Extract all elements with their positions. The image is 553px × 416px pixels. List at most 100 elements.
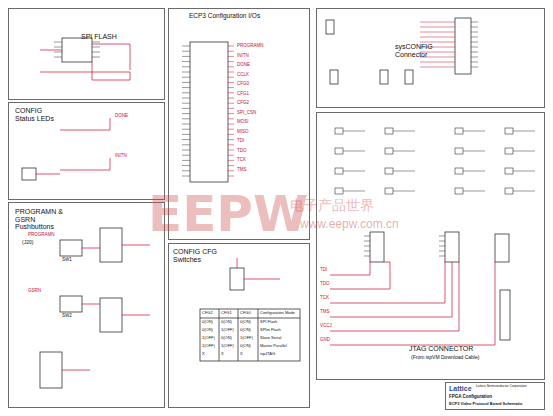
watermark: www.eepw.com.cn <box>300 218 399 231</box>
signal-name: PROGRAMN <box>28 233 55 238</box>
pin-stroke <box>182 150 190 151</box>
table-cell: 1(OFF) <box>202 344 215 348</box>
pin-stroke <box>54 47 62 48</box>
pin-stroke <box>182 77 190 78</box>
table-cell: 1(OFF) <box>221 328 234 332</box>
capacitor-symbol <box>330 70 338 84</box>
pin-stroke <box>228 46 234 47</box>
pin-stroke <box>54 52 62 53</box>
pin-stroke <box>364 241 370 242</box>
table-cell: CFG2 <box>202 311 213 315</box>
pin-stroke <box>92 42 100 43</box>
pin-stroke <box>182 98 190 99</box>
pin-stroke <box>393 151 415 152</box>
table-cell: ispJTAG <box>260 352 275 356</box>
wire <box>40 62 130 80</box>
table-cell: SPI Flash <box>260 320 277 324</box>
pin-stroke <box>364 246 370 247</box>
pin-stroke <box>420 22 455 23</box>
pin-stroke <box>182 155 190 156</box>
pin-stroke <box>54 57 62 58</box>
pin-stroke <box>228 82 234 83</box>
signal-name: TDO <box>237 149 247 154</box>
pin-stroke <box>439 246 445 247</box>
pin-stroke <box>343 131 365 132</box>
pin-stroke <box>228 118 234 119</box>
table-cell: 1(OFF) <box>202 336 215 340</box>
pin-stroke <box>228 134 234 135</box>
pin-stroke <box>228 113 234 114</box>
sysconfig-header <box>455 18 471 74</box>
schematic-panel: CONFIG Status LEDs <box>8 102 165 200</box>
pin-stroke <box>228 155 234 156</box>
jtag-header <box>495 234 509 262</box>
table-cell: 0(ON) <box>221 336 232 340</box>
capacitor-symbol <box>326 20 334 34</box>
buffer-chip <box>100 298 122 332</box>
signal-name: TDO <box>320 282 330 287</box>
table-cell: Configuration Mode <box>260 311 295 315</box>
jumper-symbol <box>455 128 463 134</box>
pin-stroke <box>182 129 190 130</box>
pin-stroke <box>228 92 234 93</box>
pin-stroke <box>439 236 445 237</box>
pin-stroke <box>364 251 370 252</box>
pin-stroke <box>513 151 535 152</box>
jumper-symbol <box>335 168 343 174</box>
jumper-symbol <box>455 148 463 154</box>
schematic-panel: JTAG CONNECTOR(From ispVM Download Cable… <box>316 112 545 380</box>
pin-stroke <box>343 151 365 152</box>
pin-stroke <box>471 42 478 43</box>
pin-stroke <box>92 57 100 58</box>
jumper-symbol <box>385 128 393 134</box>
pin-stroke <box>92 52 100 53</box>
pin-stroke <box>182 134 190 135</box>
table-cell: Slave Serial <box>260 336 281 340</box>
pin-stroke <box>463 191 485 192</box>
pin-stroke <box>228 124 234 125</box>
pin-stroke <box>228 103 234 104</box>
pin-stroke <box>228 170 234 171</box>
pin-stroke <box>513 131 535 132</box>
pin-stroke <box>471 27 478 28</box>
pin-stroke <box>228 150 234 151</box>
pin-stroke <box>182 51 190 52</box>
wire <box>82 304 100 305</box>
pin-stroke <box>92 47 100 48</box>
wire <box>237 258 238 268</box>
pin-stroke <box>182 170 190 171</box>
panel-title: sysCONFIG Connector <box>395 43 445 58</box>
table-cell: 0(ON) <box>202 328 213 332</box>
jumper-symbol <box>505 188 513 194</box>
pin-stroke <box>463 151 485 152</box>
title-block: LatticeLattice Semiconductor Corporation… <box>445 382 545 410</box>
ecp3-chip <box>190 42 228 182</box>
signal-name: MISO <box>237 130 249 135</box>
pin-stroke <box>182 144 190 145</box>
pin-stroke <box>182 124 190 125</box>
pushbutton-symbol <box>60 240 82 256</box>
panel-title: SPI FLASH <box>81 33 117 41</box>
table-cell: CFG0 <box>240 311 251 315</box>
pin-stroke <box>364 256 370 257</box>
table-cell: 0(ON) <box>240 328 251 332</box>
signal-name: MOSI <box>237 120 249 125</box>
pin-stroke <box>463 131 485 132</box>
watermark: 电子产品世界 <box>290 198 374 213</box>
table-cell: Master Parallel <box>260 344 287 348</box>
pin-stroke <box>420 27 455 28</box>
table-rule <box>238 309 239 361</box>
pin-stroke <box>182 87 190 88</box>
wire <box>244 279 280 280</box>
pin-stroke <box>228 77 234 78</box>
pin-stroke <box>439 251 445 252</box>
pin-stroke <box>182 139 190 140</box>
cfg-table-frame <box>200 309 300 361</box>
wire <box>62 370 90 371</box>
panel-note: ECP3 Video Protocol Board Schematic <box>449 402 523 406</box>
table-cell: X <box>240 352 243 356</box>
signal-name: TCK <box>320 296 329 301</box>
signal-name: GSRN <box>28 289 41 294</box>
pin-stroke <box>182 176 190 177</box>
part-label: SW1 <box>62 258 72 263</box>
